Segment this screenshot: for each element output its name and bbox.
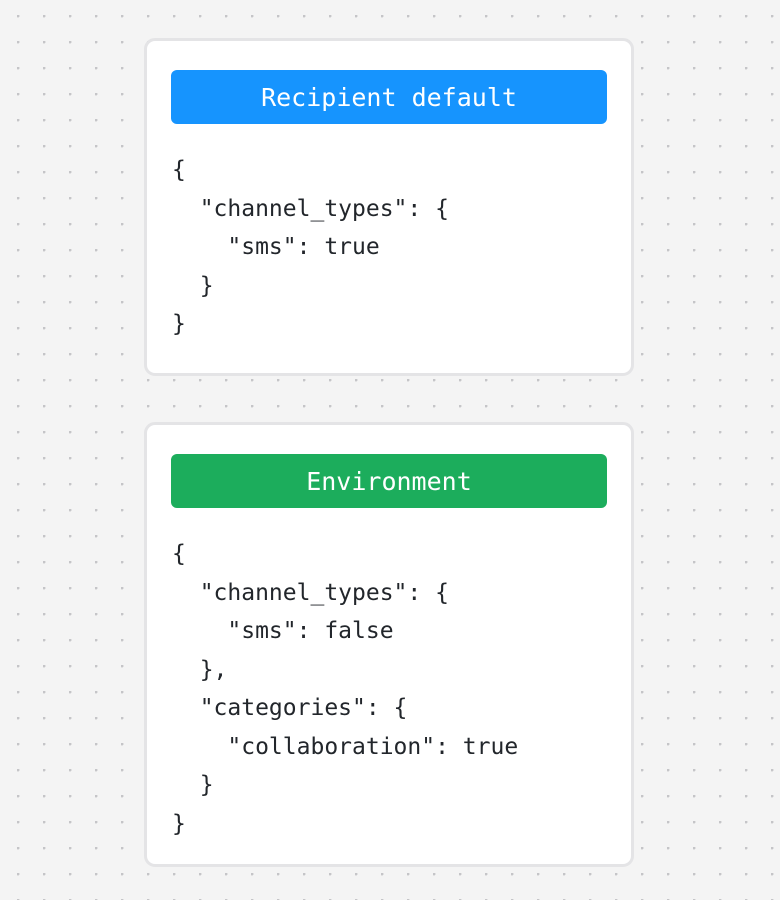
- card-header-recipient-default[interactable]: Recipient default: [171, 70, 607, 124]
- json-code-block-environment: { "channel_types": { "sms": false }, "ca…: [172, 535, 617, 843]
- code-line: }: [172, 810, 186, 837]
- card-header-title: Recipient default: [261, 82, 517, 112]
- code-line: "sms": true: [172, 234, 380, 260]
- card-header-title: Environment: [306, 466, 472, 496]
- code-line: "collaboration": true: [172, 733, 519, 760]
- code-line: "sms": false: [172, 618, 394, 644]
- code-line: }: [172, 772, 214, 798]
- code-line: "channel_types": {: [172, 579, 449, 606]
- json-code-block-recipient-default: { "channel_types": { "sms": true }}: [172, 151, 617, 344]
- code-line: {: [172, 541, 186, 567]
- code-line: }: [172, 272, 214, 299]
- code-line: "categories": {: [172, 695, 408, 721]
- code-line: {: [172, 157, 186, 183]
- card-environment[interactable]: Environment { "channel_types": { "sms": …: [144, 422, 634, 867]
- code-line: }: [172, 311, 186, 337]
- code-line: "channel_types": {: [172, 195, 449, 222]
- card-header-environment[interactable]: Environment: [171, 454, 607, 508]
- card-recipient-default[interactable]: Recipient default { "channel_types": { "…: [144, 38, 634, 376]
- code-line: },: [172, 656, 228, 683]
